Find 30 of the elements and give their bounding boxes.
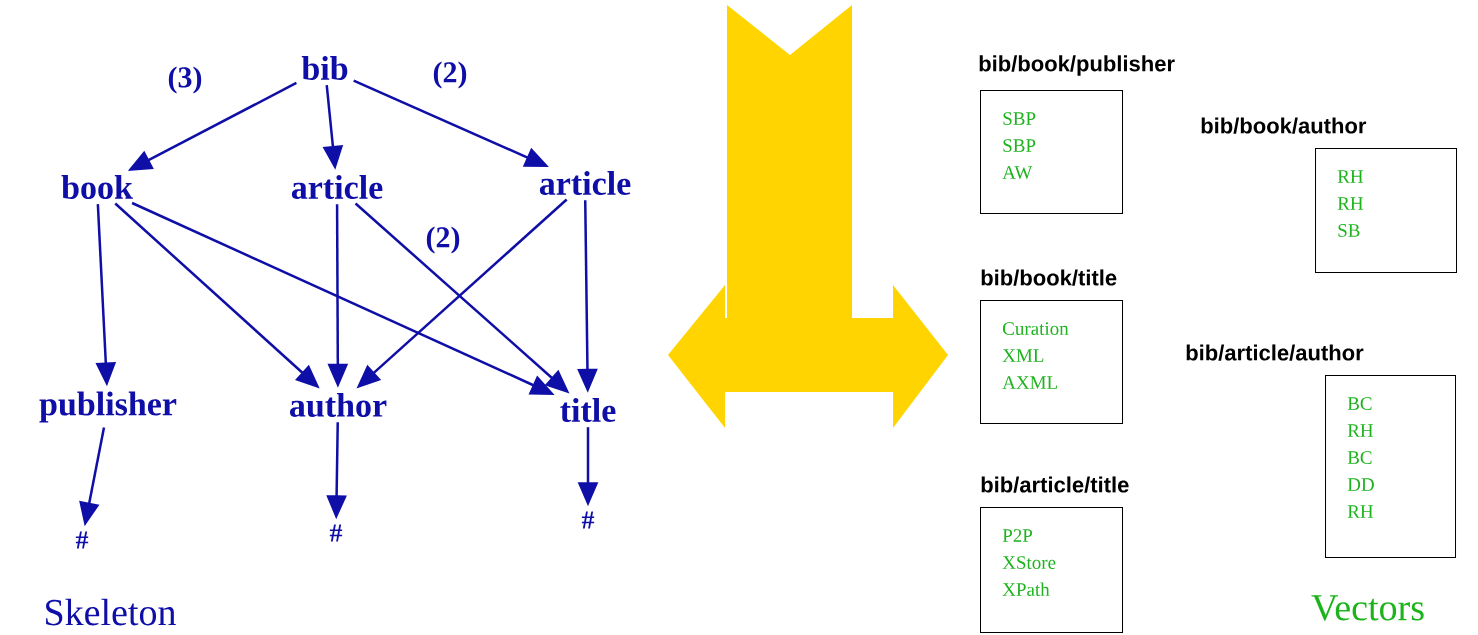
edge-label: (3) — [166, 65, 204, 95]
vector-box: BC RH BC DD RH — [1325, 375, 1456, 558]
node-label: article — [291, 175, 383, 199]
node-label: # — [75, 531, 89, 549]
node-label: book — [61, 175, 133, 199]
node-label: publisher — [39, 391, 177, 423]
edge-label: (2) — [431, 60, 469, 90]
panel-caption: Vectors — [1311, 595, 1424, 621]
node-label: # — [581, 511, 595, 529]
node-label: BC — [1347, 451, 1372, 464]
vector-heading: bib/book/title — [981, 269, 1117, 286]
node-label: RH — [1347, 505, 1374, 518]
vector-heading: bib/book/author — [1201, 117, 1367, 134]
node-label: article — [539, 171, 631, 195]
node-label: author — [290, 393, 387, 417]
node-label: title — [560, 398, 616, 422]
vector-box: RH RH SB — [1315, 148, 1457, 273]
edge-label: (2) — [424, 225, 462, 255]
vector-box: SBP SBP AW — [980, 90, 1123, 214]
node-label: RH — [1347, 424, 1374, 437]
vector-heading: bib/book/publisher — [979, 55, 1175, 76]
vector-heading: bib/article/title — [981, 476, 1129, 493]
node-label: bib — [301, 56, 348, 80]
node-label: DD — [1347, 478, 1374, 491]
vector-heading: bib/article/author — [1186, 344, 1364, 361]
node-label: # — [329, 524, 343, 542]
node-label: BC — [1347, 397, 1372, 410]
vector-box: P2P XStore XPath — [980, 507, 1123, 633]
panel-caption: Skeleton — [46, 598, 176, 626]
vector-box: Curation XML AXML — [980, 300, 1123, 424]
